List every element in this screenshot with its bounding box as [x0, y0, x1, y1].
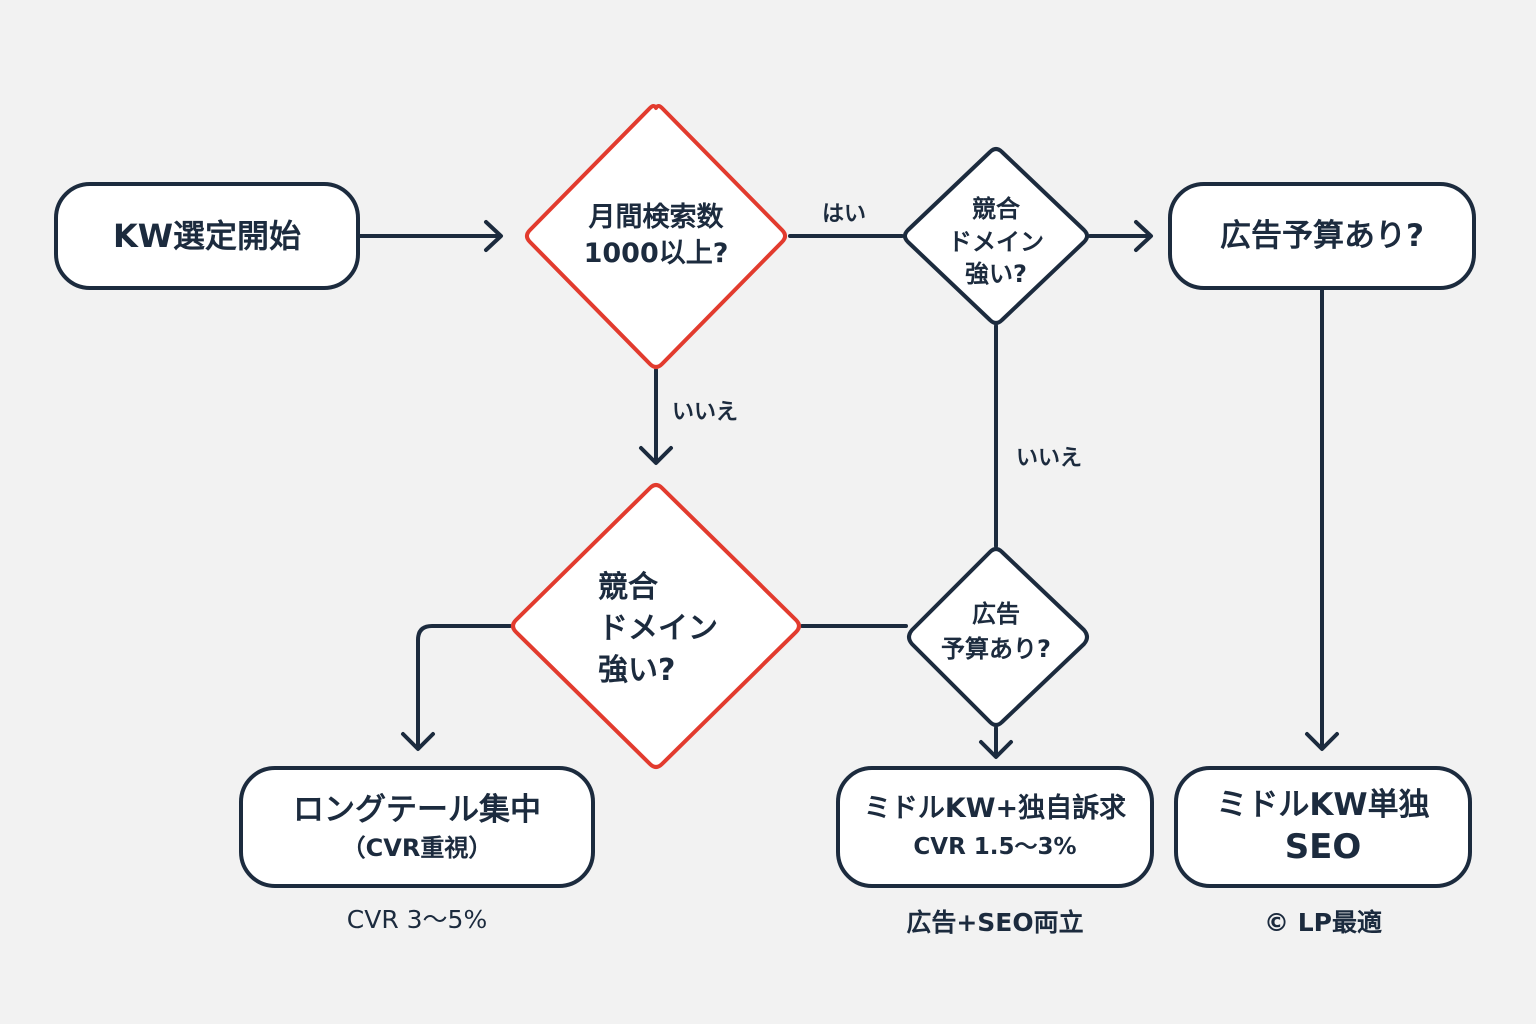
result-mid-unique-label: ミドルKW+独自訴求 CVR 1.5〜3%	[863, 793, 1127, 861]
caption-mid-unique: 広告+SEO両立	[906, 908, 1084, 937]
budget-top-label: 広告予算あり?	[1220, 217, 1424, 254]
caption-longtail: CVR 3〜5%	[346, 905, 488, 934]
edge-label-no-volume: いいえ	[672, 400, 739, 425]
budget-top-node	[1168, 182, 1476, 290]
result-longtail-label: ロングテール集中 （CVR重視）	[293, 791, 541, 862]
start-node-label: KW選定開始	[112, 217, 302, 255]
decision-competitor-bottom-diamond	[511, 483, 801, 769]
result-mid-unique-node	[836, 766, 1154, 888]
result-longtail-node	[239, 766, 595, 888]
result-mid-seo-label: ミドルKW単独 SEO	[1216, 786, 1430, 868]
decision-budget-bottom-label: 広告 予算あり?	[941, 600, 1051, 663]
edge-label-yes: はい	[822, 202, 867, 227]
decision-volume-diamond	[525, 104, 787, 369]
caption-mid-seo: © LP最適	[1264, 908, 1382, 937]
decision-volume-label: 月間検索数 1000以上?	[583, 201, 729, 269]
decision-competitor-top-label: 競合 ドメイン 強い?	[948, 195, 1044, 289]
result-mid-seo-node	[1174, 766, 1472, 888]
edge-competitor-to-longtail	[416, 624, 512, 750]
start-node	[54, 182, 360, 290]
decision-competitor-bottom-label: 競合 ドメイン 強い?	[598, 569, 718, 688]
edge-label-no-competitor: いいえ	[1016, 446, 1083, 471]
decision-budget-bottom-diamond	[907, 547, 1089, 727]
decision-competitor-top-diamond	[903, 147, 1089, 325]
